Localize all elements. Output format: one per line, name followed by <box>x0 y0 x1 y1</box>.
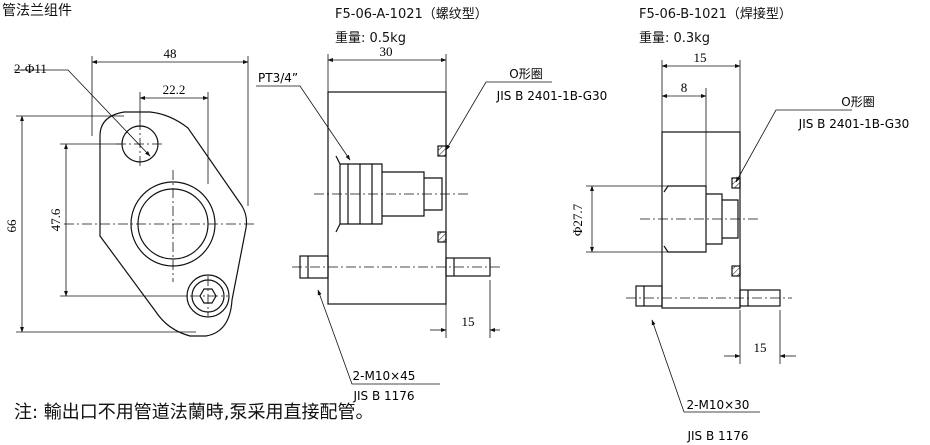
hole-pitch-label: 47.6 <box>48 208 63 231</box>
model-b-body <box>661 131 741 309</box>
model-a-oring-bottom <box>437 231 447 243</box>
model-a-width-label: 30 <box>380 44 393 59</box>
model-b-weight: 重量: 0.3kg <box>639 31 710 46</box>
model-b-bolt-left <box>635 285 663 307</box>
hole-offset-label: 22.2 <box>163 82 186 97</box>
height-overall-label: 66 <box>4 219 19 233</box>
model-b-bolt-label: 2-M10×30 <box>687 398 750 412</box>
footnote: 注: 輸出口不用管道法蘭時,泵采用直接配管。 <box>14 402 374 423</box>
model-a-title: F5-06-A-1021（螺纹型） <box>335 7 488 22</box>
page-title: 管法兰组件 <box>2 3 72 19</box>
model-a-weight: 重量: 0.5kg <box>335 31 406 46</box>
model-a-oring-top <box>437 145 447 157</box>
model-a-bolt-label: 2-M10×45 <box>353 369 416 383</box>
model-b-oring-std: JIS B 2401-1B-G30 <box>798 117 910 131</box>
model-b-oring-bottom <box>731 265 741 277</box>
model-b-bolt-std: JIS B 1176 <box>686 429 748 443</box>
model-b-socket-label: 8 <box>681 80 688 95</box>
thread-label: PT3/4” <box>258 71 298 85</box>
model-a-bolt-ext-label: 15 <box>462 314 475 329</box>
model-b-side-view <box>635 131 781 309</box>
flange-outline <box>99 111 248 337</box>
model-b-bore-label: Φ27.7 <box>570 203 585 236</box>
model-b-width-label: 15 <box>694 50 707 65</box>
model-a-oring-std: JIS B 2401-1B-G30 <box>496 89 608 103</box>
hole-label: 2-Φ11 <box>14 61 47 76</box>
width-overall-label: 48 <box>164 46 177 61</box>
model-a-bolt-std: JIS B 1176 <box>352 389 414 403</box>
model-a-body <box>327 91 447 305</box>
model-b-title: F5-06-B-1021（焊接型） <box>639 7 792 22</box>
model-b-oring-label: O形圈 <box>841 95 874 109</box>
model-b-bolt-ext-label: 15 <box>754 340 767 355</box>
model-a-oring-label: O形圈 <box>509 67 542 81</box>
model-b-oring-top <box>731 177 741 189</box>
